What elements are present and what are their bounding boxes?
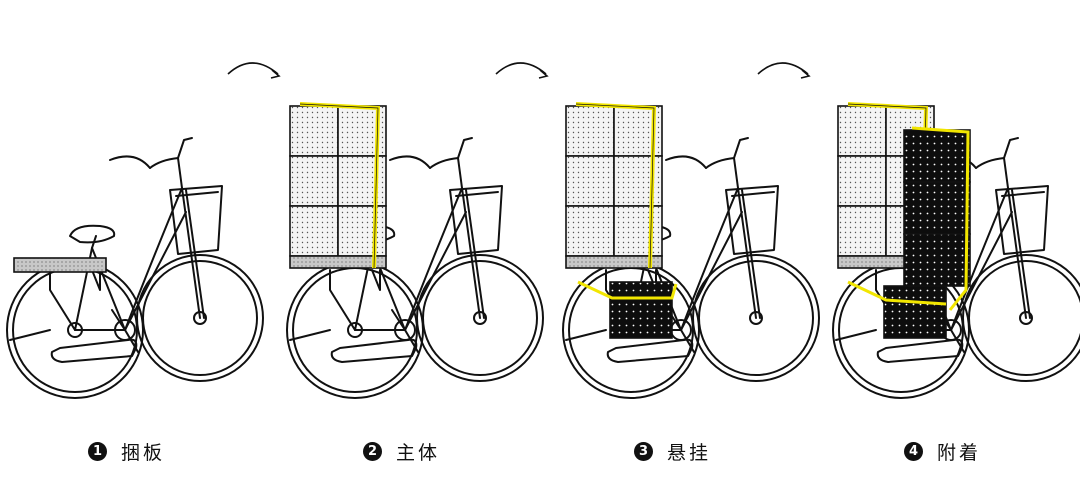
bike-panel-4 <box>832 102 1080 399</box>
arrow-1 <box>227 62 279 75</box>
step-caption-3: 3 悬挂 <box>634 436 711 466</box>
bike-panel-3 <box>562 102 820 399</box>
step-caption-2: 2 主体 <box>363 436 440 466</box>
hanging-box <box>609 281 673 339</box>
rack-board <box>13 257 107 273</box>
step-label: 捆板 <box>121 441 166 464</box>
step-caption-1: 1 捆板 <box>88 436 165 466</box>
step-caption-4: 4 附着 <box>904 436 981 466</box>
step-label: 悬挂 <box>667 441 712 464</box>
step-number-badge: 3 <box>634 441 653 461</box>
step-label: 主体 <box>396 441 441 464</box>
bike-panel-1 <box>6 137 264 399</box>
arrow-2 <box>495 62 547 75</box>
step-number-badge: 1 <box>88 441 107 461</box>
step-label: 附着 <box>937 441 982 464</box>
step-number-badge: 4 <box>904 441 923 461</box>
bike-panel-2 <box>286 102 544 399</box>
step-number-badge: 2 <box>363 441 382 461</box>
arrow-3 <box>757 62 809 75</box>
